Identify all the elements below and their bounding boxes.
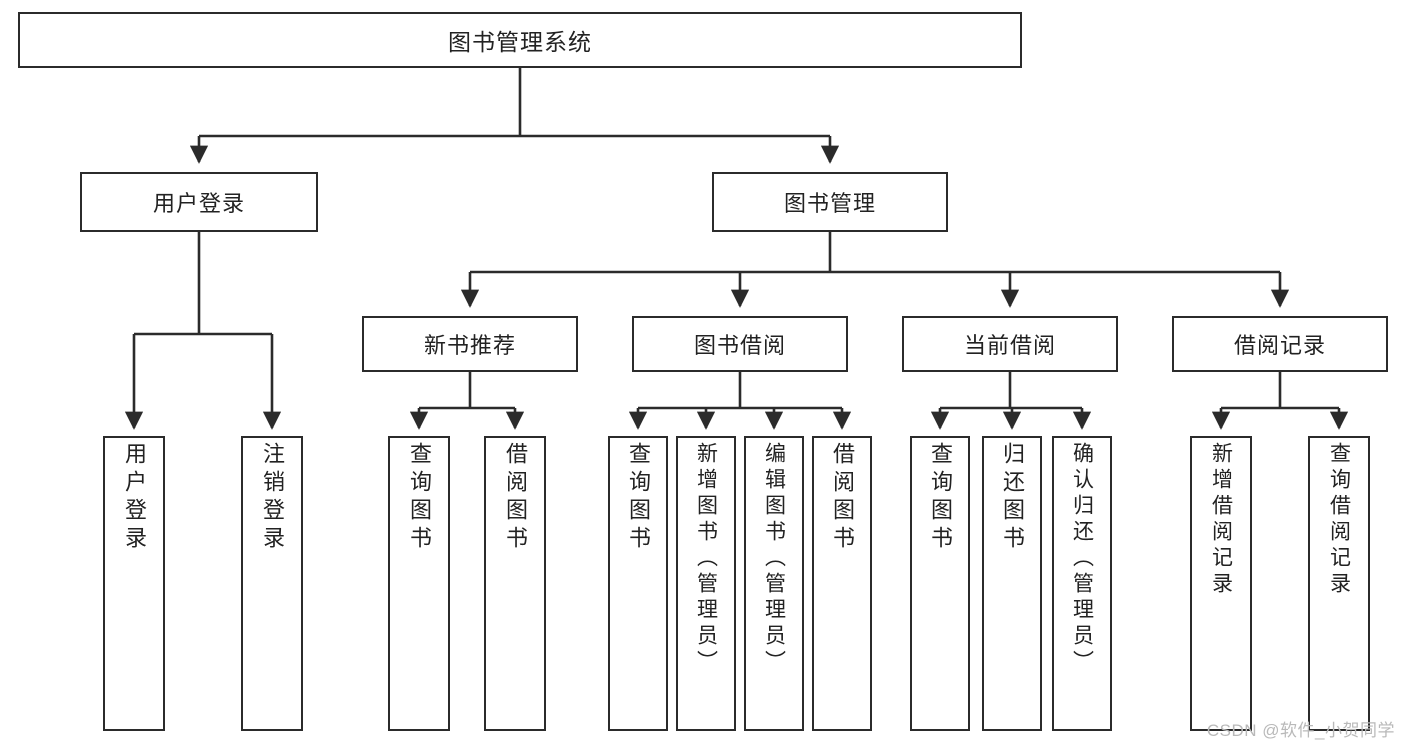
node-leaf-borrow-book-2-label: 借阅图书	[830, 442, 855, 554]
node-current-borrow-label: 当前借阅	[963, 333, 1056, 358]
node-leaf-query-book-2-label: 查询图书	[626, 442, 651, 554]
node-leaf-confirm-return-label: 确认归还（管理员）	[1070, 442, 1094, 676]
node-leaf-borrow-book-1[interactable]: 借阅图书	[484, 436, 546, 731]
node-leaf-query-record[interactable]: 查询借阅记录	[1308, 436, 1370, 731]
node-leaf-return-book-label: 归还图书	[1000, 442, 1025, 554]
node-leaf-add-record[interactable]: 新增借阅记录	[1190, 436, 1252, 731]
node-leaf-borrow-book-2[interactable]: 借阅图书	[812, 436, 872, 731]
node-borrow-record[interactable]: 借阅记录	[1172, 316, 1388, 372]
node-leaf-logout-label: 注销登录	[260, 442, 285, 554]
node-leaf-user-login[interactable]: 用户登录	[103, 436, 165, 731]
node-borrow-record-label: 借阅记录	[1233, 333, 1326, 358]
node-leaf-edit-book[interactable]: 编辑图书（管理员）	[744, 436, 804, 731]
node-leaf-logout[interactable]: 注销登录	[241, 436, 303, 731]
node-leaf-query-book-1[interactable]: 查询图书	[388, 436, 450, 731]
node-new-book-rec[interactable]: 新书推荐	[362, 316, 578, 372]
node-leaf-query-record-label: 查询借阅记录	[1327, 442, 1351, 598]
node-current-borrow[interactable]: 当前借阅	[902, 316, 1118, 372]
node-leaf-edit-book-label: 编辑图书（管理员）	[762, 442, 786, 676]
node-book-borrow-label: 图书借阅	[693, 333, 786, 358]
node-leaf-add-book[interactable]: 新增图书（管理员）	[676, 436, 736, 731]
node-new-book-rec-label: 新书推荐	[423, 333, 516, 358]
csdn-watermark: CSDN @软件_小贺同学	[1206, 721, 1395, 740]
node-leaf-query-book-2[interactable]: 查询图书	[608, 436, 668, 731]
node-leaf-query-book-3-label: 查询图书	[928, 442, 953, 554]
node-leaf-confirm-return[interactable]: 确认归还（管理员）	[1052, 436, 1112, 731]
node-book-manage[interactable]: 图书管理	[712, 172, 948, 232]
node-book-manage-label: 图书管理	[783, 191, 876, 216]
node-leaf-return-book[interactable]: 归还图书	[982, 436, 1042, 731]
node-leaf-query-book-1-label: 查询图书	[407, 442, 432, 554]
node-book-borrow[interactable]: 图书借阅	[632, 316, 848, 372]
node-root-label: 图书管理系统	[448, 29, 592, 55]
node-leaf-add-record-label: 新增借阅记录	[1209, 442, 1233, 598]
node-leaf-query-book-3[interactable]: 查询图书	[910, 436, 970, 731]
node-leaf-user-login-label: 用户登录	[122, 442, 147, 554]
node-user-login-label: 用户登录	[152, 191, 245, 216]
node-root[interactable]: 图书管理系统	[18, 12, 1022, 68]
node-leaf-add-book-label: 新增图书（管理员）	[694, 442, 718, 676]
node-user-login[interactable]: 用户登录	[80, 172, 318, 232]
node-leaf-borrow-book-1-label: 借阅图书	[503, 442, 528, 554]
